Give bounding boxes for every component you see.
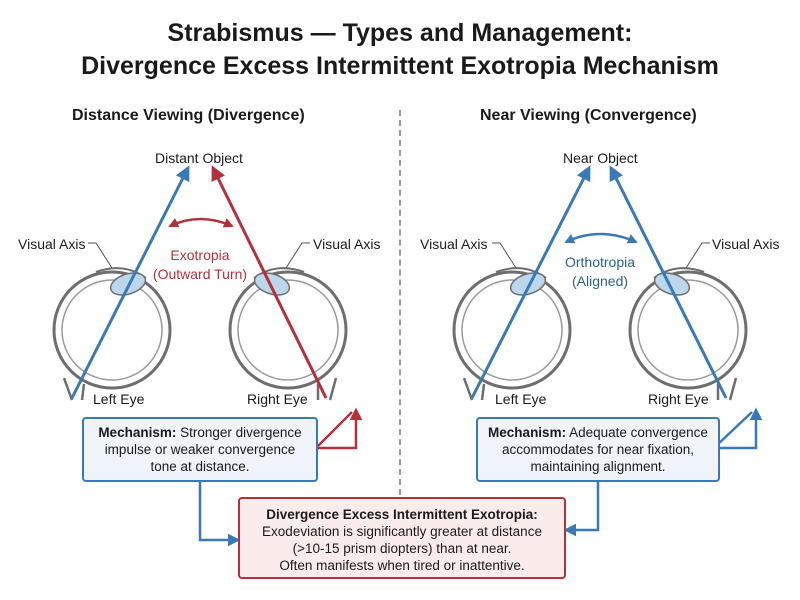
right-mechanism-box: Mechanism: Adequate convergence accommod… [476, 417, 720, 482]
left-visual-axis-leader [88, 242, 113, 269]
right-panel-left-eye [452, 267, 572, 401]
exotropia-label-line1: Exotropia [170, 247, 230, 263]
left-mechanism-text: Stronger divergence impulse or weaker co… [104, 425, 302, 474]
left-panel-heading: Distance Viewing (Divergence) [72, 107, 305, 124]
right-panel-left-eye-label: Left Eye [495, 391, 547, 407]
right-panel-left-axis-leader [492, 242, 517, 269]
exotropia-label: Exotropia (Outward Turn) [150, 246, 250, 284]
left-panel-left-visual-axis [70, 165, 190, 399]
left-panel-left-eye-label: Left Eye [93, 391, 145, 407]
left-panel-left-eye [52, 267, 172, 401]
page-title-line1: Strabismus — Types and Management: [167, 19, 633, 47]
right-panel-visual-axis-left-label: Visual Axis [420, 236, 488, 252]
summary-line2: (>10-15 prism diopters) than at near. [292, 541, 512, 556]
orthotropia-arc [564, 232, 638, 244]
exotropia-arc [168, 217, 234, 228]
summary-line1: Exodeviation is significantly greater at… [262, 524, 542, 539]
summary-line3: Often manifests when tired or inattentiv… [279, 558, 525, 573]
orthotropia-label-line2: (Aligned) [571, 273, 629, 289]
right-panel-left-visual-axis [470, 165, 591, 399]
right-to-summary-connector [563, 482, 600, 537]
right-mechanism-title: Mechanism: [488, 425, 567, 440]
distant-object-label: Distant Object [155, 150, 243, 166]
orthotropia-label-line1: Orthotropia [564, 254, 636, 270]
right-feedback-arrow [716, 407, 763, 450]
right-mechanism-text: Adequate convergence accommodates for ne… [501, 425, 708, 474]
left-panel-right-eye-label: Right Eye [247, 391, 308, 407]
right-panel-heading: Near Viewing (Convergence) [480, 107, 697, 124]
right-panel-visual-axis-right-label: Visual Axis [712, 236, 780, 252]
right-panel-right-eye-label: Right Eye [648, 391, 709, 407]
right-panel-right-visual-axis [609, 165, 728, 399]
right-panel-right-eye [628, 267, 748, 401]
left-panel-right-eye [228, 267, 348, 401]
page-title-line2: Divergence Excess Intermittent Exotropia… [81, 52, 719, 80]
right-feedback-diagonal [715, 411, 753, 447]
left-panel-visual-axis-left-label: Visual Axis [18, 236, 86, 252]
left-feedback-arrow [318, 407, 363, 450]
orthotropia-label: Orthotropia (Aligned) [550, 253, 650, 291]
left-mechanism-box: Mechanism: Stronger divergence impulse o… [82, 417, 318, 482]
left-to-summary-connector [198, 482, 241, 547]
left-feedback-diagonal [317, 411, 353, 447]
summary-title: Divergence Excess Intermittent Exotropia… [266, 507, 538, 522]
panel-divider [399, 110, 401, 495]
summary-box: Divergence Excess Intermittent Exotropia… [238, 497, 566, 579]
exotropia-label-line2: (Outward Turn) [152, 266, 248, 282]
left-mechanism-title: Mechanism: [98, 425, 177, 440]
left-panel-right-visual-axis [211, 165, 328, 399]
right-panel-right-axis-leader [685, 242, 710, 269]
right-visual-axis-leader [285, 242, 310, 269]
near-object-label: Near Object [563, 150, 638, 166]
left-panel-visual-axis-right-label: Visual Axis [313, 236, 381, 252]
